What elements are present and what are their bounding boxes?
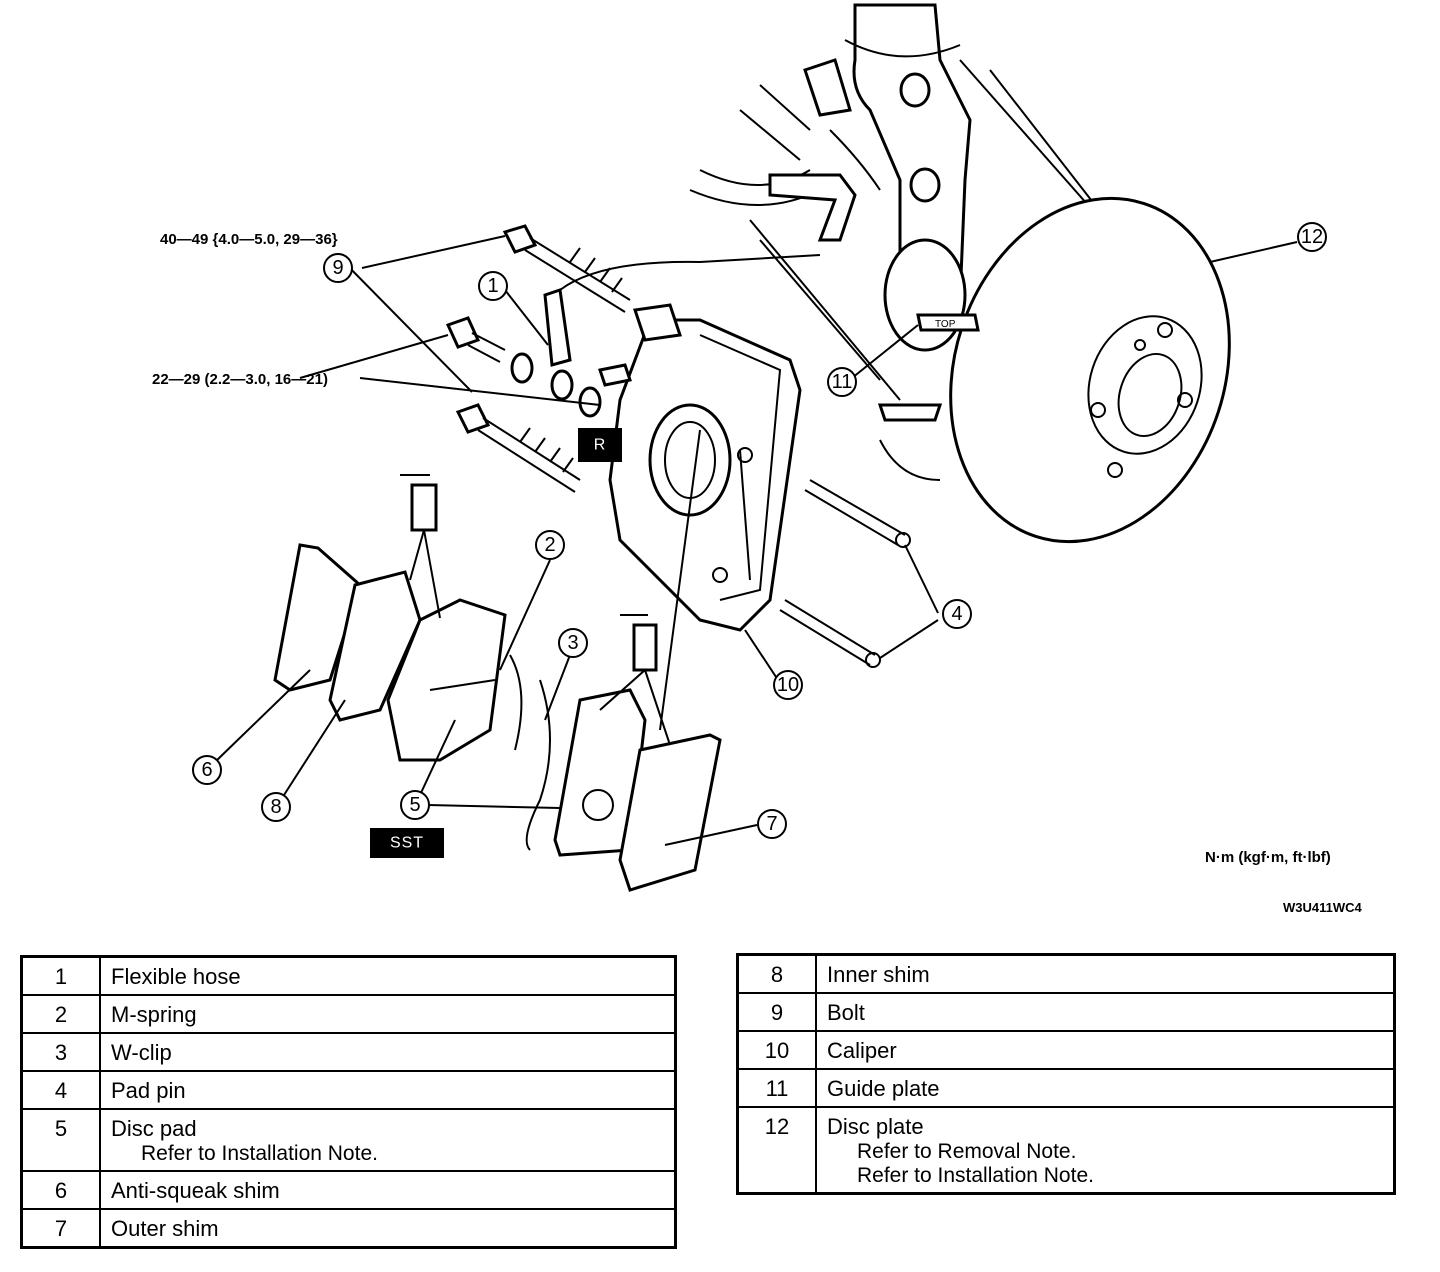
part-description: Outer shim <box>99 1208 677 1249</box>
callout-2: 2 <box>535 530 565 560</box>
sst-tag: SST <box>370 828 444 858</box>
part-number: 7 <box>20 1208 101 1249</box>
part-number: 2 <box>20 994 101 1034</box>
part-name: Guide plate <box>827 1076 940 1101</box>
part-description: Inner shim <box>815 953 1396 994</box>
part-number: 8 <box>736 953 817 994</box>
callout-4: 4 <box>942 599 972 629</box>
parts-row: 11 Guide plate <box>736 1068 1396 1108</box>
part-number: 9 <box>736 992 817 1032</box>
pad-pins <box>779 479 911 668</box>
parts-row: 7 Outer shim <box>20 1208 677 1249</box>
hose-union-bolt <box>445 316 602 418</box>
callout-9: 9 <box>323 253 353 283</box>
svg-text:3: 3 <box>567 632 578 654</box>
pad-assembly <box>273 474 722 892</box>
part-name: Inner shim <box>827 962 930 987</box>
guide-plate: TOP <box>916 313 980 332</box>
callout-7: 7 <box>757 809 787 839</box>
svg-text:12: 12 <box>1301 226 1323 248</box>
svg-text:10: 10 <box>777 674 799 696</box>
r-tag-text: R <box>594 437 607 454</box>
svg-text:6: 6 <box>201 759 212 781</box>
part-name: Disc pad <box>111 1116 197 1141</box>
leader-lines <box>214 235 1298 846</box>
parts-row: 3 W-clip <box>20 1032 677 1072</box>
figure-code: W3U411WC4 <box>1283 900 1363 915</box>
exploded-brake-diagram: TOP <box>152 3 1363 915</box>
part-number: 4 <box>20 1070 101 1110</box>
flexible-hose <box>543 254 821 367</box>
part-description: M-spring <box>99 994 677 1034</box>
svg-text:9: 9 <box>332 257 343 279</box>
part-description: Flexible hose <box>99 955 677 996</box>
part-note: Refer to Installation Note. <box>857 1164 1094 1187</box>
r-tag: R <box>578 428 622 462</box>
part-description: W-clip <box>99 1032 677 1072</box>
part-number: 12 <box>736 1106 817 1195</box>
part-description: Guide plate <box>815 1068 1396 1108</box>
disc-plate <box>949 196 1231 544</box>
part-description: Anti-squeak shim <box>99 1170 677 1210</box>
part-number: 10 <box>736 1030 817 1070</box>
torque-units: N·m (kgf·m, ft·lbf) <box>1205 849 1331 866</box>
svg-text:1: 1 <box>487 275 498 297</box>
part-name: Bolt <box>827 1000 865 1025</box>
parts-row: 4 Pad pin <box>20 1070 677 1110</box>
parts-table-right: 8 Inner shim 9 Bolt 10 Caliper 11 Guide plate 12… <box>736 953 1396 1195</box>
svg-text:8: 8 <box>270 796 281 818</box>
part-name: Caliper <box>827 1038 897 1063</box>
svg-text:4: 4 <box>951 603 962 625</box>
lower-bolt <box>455 403 581 493</box>
parts-row: 8 Inner shim <box>736 953 1396 994</box>
part-note: Refer to Installation Note. <box>141 1142 378 1165</box>
part-name: Flexible hose <box>111 964 241 989</box>
part-description: Caliper <box>815 1030 1396 1070</box>
part-number: 1 <box>20 955 101 996</box>
part-number: 6 <box>20 1170 101 1210</box>
part-number: 3 <box>20 1032 101 1072</box>
parts-row: 9 Bolt <box>736 992 1396 1032</box>
upper-bolt <box>502 224 631 313</box>
svg-text:TOP: TOP <box>935 319 956 330</box>
sst-tag-text: SST <box>390 835 424 852</box>
part-description: Pad pin <box>99 1070 677 1110</box>
callout-11: 11 <box>827 367 857 397</box>
svg-text:7: 7 <box>766 813 777 835</box>
callout-8: 8 <box>261 792 291 822</box>
parts-row: 6 Anti-squeak shim <box>20 1170 677 1210</box>
parts-row: 10 Caliper <box>736 1030 1396 1070</box>
torque-spec-hose-bolt: 22—29 (2.2—3.0, 16—21) <box>152 371 328 388</box>
part-name: Anti-squeak shim <box>111 1178 280 1203</box>
part-name: W-clip <box>111 1040 172 1065</box>
part-number: 11 <box>736 1068 817 1108</box>
parts-row: 1 Flexible hose <box>20 955 677 996</box>
svg-text:11: 11 <box>832 371 853 393</box>
caliper <box>598 303 802 632</box>
parts-row: 2 M-spring <box>20 994 677 1034</box>
torque-spec-bolt: 40—49 {4.0—5.0, 29—36} <box>160 231 338 248</box>
part-description: Bolt <box>815 992 1396 1032</box>
callout-5: 5 <box>400 790 430 820</box>
callout-1: 1 <box>478 271 508 301</box>
part-name: Outer shim <box>111 1216 219 1241</box>
part-name: M-spring <box>111 1002 197 1027</box>
part-name: Disc plate <box>827 1114 924 1139</box>
callout-6: 6 <box>192 755 222 785</box>
part-note: Refer to Removal Note. <box>857 1140 1077 1163</box>
callout-10: 10 <box>773 670 803 700</box>
part-name: Pad pin <box>111 1078 186 1103</box>
svg-text:5: 5 <box>409 794 420 816</box>
callout-3: 3 <box>558 628 588 658</box>
part-number: 5 <box>20 1108 101 1172</box>
callout-12: 12 <box>1297 222 1327 252</box>
svg-text:2: 2 <box>544 534 555 556</box>
